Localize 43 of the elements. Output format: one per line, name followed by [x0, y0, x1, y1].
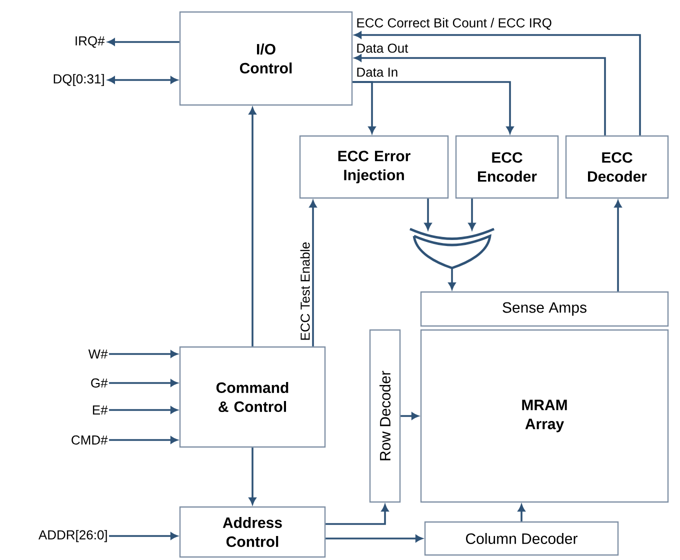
arrow — [424, 198, 432, 230]
block-box: ECC Encoder — [455, 135, 559, 199]
xor-gate — [410, 228, 494, 270]
block-box: MRAM Array — [420, 329, 669, 503]
block-box: ECC Error Injection — [299, 135, 449, 199]
arrow — [518, 504, 526, 522]
arrow — [400, 412, 418, 420]
arrow — [614, 200, 622, 292]
signal-label: E# — [92, 406, 108, 414]
signal-label: CMD# — [72, 435, 108, 445]
edge-label: ECC Correct Bit Count / ECC IRQ — [355, 16, 553, 31]
arrow — [354, 54, 606, 136]
block-box: ECC Decoder — [565, 135, 669, 199]
arrow — [108, 38, 180, 46]
arrow — [109, 436, 178, 444]
block-box: Command & Control — [179, 346, 326, 448]
arrow — [352, 81, 514, 134]
decoder-box: Row Decoder — [369, 329, 401, 503]
arrow — [468, 198, 476, 230]
signal-label: ADDR[26:0] — [38, 530, 107, 542]
arrow — [354, 31, 641, 136]
edge-label: Data In — [355, 66, 400, 78]
block-box: Address Control — [179, 506, 326, 558]
arrow — [108, 76, 178, 84]
edge-label: ECC Test Enable — [299, 240, 311, 342]
arrow — [109, 350, 178, 358]
block-box: I/O Control — [179, 11, 353, 106]
signal-label: DQ[0:31] — [54, 74, 104, 86]
signal-label: W# — [88, 350, 108, 358]
arrow — [109, 532, 178, 540]
arrow — [448, 268, 456, 290]
arrow — [109, 379, 178, 387]
arrow — [309, 200, 317, 346]
edge-label: Data Out — [355, 42, 410, 54]
arrow — [109, 406, 178, 414]
arrow — [326, 534, 422, 542]
block-box: Sense Amps — [420, 291, 669, 327]
arrow — [248, 448, 256, 504]
block-box: Column Decoder — [424, 521, 619, 556]
signal-label: G# — [91, 378, 108, 388]
arrow — [248, 108, 256, 346]
signal-label: IRQ# — [76, 36, 105, 48]
arrow — [326, 504, 389, 525]
